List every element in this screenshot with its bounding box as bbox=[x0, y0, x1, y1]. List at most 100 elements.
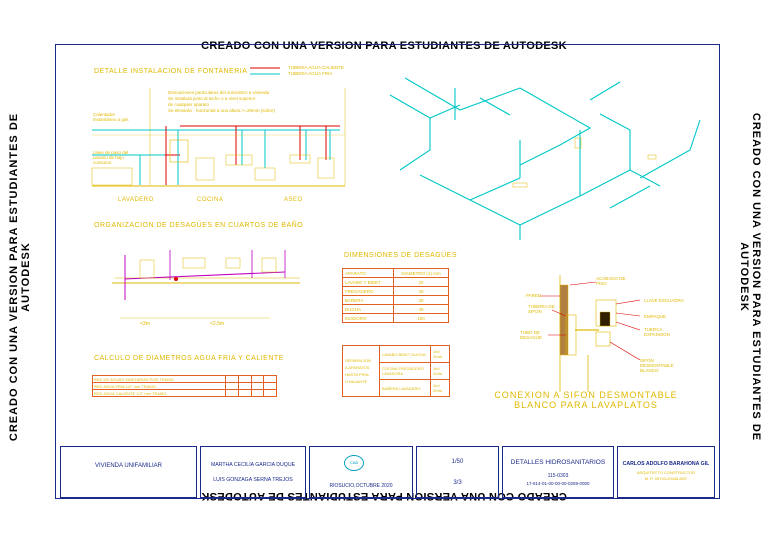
sep-line: O BAJANTE bbox=[345, 379, 368, 384]
matricula-value: M. P. 05700-29348 ANT bbox=[644, 476, 688, 481]
sep-line: SEPARACION bbox=[345, 358, 371, 363]
sep-line: A APARATOS bbox=[345, 365, 370, 370]
table-cell: LAVABO Y BIDET bbox=[342, 277, 394, 287]
titleblock-escala: 1/50 3/3 bbox=[416, 446, 499, 498]
table-row: RED AGUA FRIA 1/2" mm TRAMO bbox=[92, 382, 277, 390]
table-cell bbox=[263, 375, 277, 383]
autor-1: MARTHA CECILIA GARCIA DUQUE bbox=[210, 462, 296, 468]
note-3: de cualquier aparato bbox=[168, 102, 210, 107]
table-row: SEPARACION A APARATOS HASTA PRIN. O BAJA… bbox=[342, 345, 450, 397]
installation-detail bbox=[91, 67, 346, 187]
sheet-frame bbox=[55, 44, 720, 499]
table-cell: DUCHA bbox=[342, 304, 394, 314]
header-cell: DIAMETRO (1) mm bbox=[392, 268, 450, 278]
titleblock-profesional: CARLOS ADOLFO BARAHONA GIL ARQUITECTO CO… bbox=[617, 446, 715, 498]
llave-note: Llave de paso del usuario de bajo consum… bbox=[93, 150, 129, 165]
table-cell bbox=[250, 389, 265, 397]
titleblock-fecha: CAB RIOSUCIO,OCTUBRE 2020 bbox=[309, 446, 413, 498]
isometric-piping bbox=[389, 77, 701, 240]
table-row: BAÑERA LAVADERO 1m/ 2mts. bbox=[343, 379, 450, 397]
table-cell bbox=[225, 375, 239, 383]
separacion-table: SEPARACION A APARATOS HASTA PRIN. O BAJA… bbox=[342, 345, 450, 397]
table-cell: 1m/ 2mts. bbox=[430, 379, 450, 397]
cargo-value: ARQUITECTO CONSTRUCTOR bbox=[636, 470, 696, 475]
organizacion-title: ORGANIZACION DE DESAGÜES EN CUARTOS DE B… bbox=[94, 222, 304, 229]
legend-hot: TUBERIA AGUA CALIENTE bbox=[288, 65, 345, 70]
table-cell: LAVABO BIDET DUCHA bbox=[378, 345, 432, 363]
sifon-detail bbox=[540, 275, 641, 392]
label-empaque: EMPAQUE bbox=[644, 314, 667, 319]
table-cell: BAÑERA LAVADERO bbox=[378, 379, 432, 397]
label-sifon: SIFON DESMONTABLE BLANCO bbox=[640, 358, 674, 373]
fecha-value: RIOSUCIO,OCTUBRE 2020 bbox=[329, 483, 393, 489]
table-cell: 1m/ 2mts. bbox=[430, 362, 450, 380]
header-cell: APARATO bbox=[342, 268, 394, 278]
legend-cold: TUBERIA AGUA FRIA bbox=[288, 71, 333, 76]
contenido-value: DETALLES HIDROSANITARIOS bbox=[510, 459, 606, 466]
label-pared: PARED bbox=[526, 293, 542, 298]
dist-1: <3m bbox=[140, 321, 150, 327]
codigo-1: 115-0303 bbox=[547, 473, 569, 479]
dist-2: <2,5m bbox=[210, 321, 225, 327]
calculo-title: CALCULO DE DIAMETROS AGUA FRIA Y CALIENT… bbox=[94, 355, 284, 362]
table-header-row: APARATO DIAMETRO (1) mm bbox=[342, 268, 450, 278]
titleblock-contenido: DETALLES HIDROSANITARIOS 115-0303 17-614… bbox=[502, 446, 614, 498]
note-4: Se elevarán · horizontal a una altura >=… bbox=[168, 108, 276, 113]
table-row: RED AGUA CALIENTE 1/2" mm TRAMO bbox=[92, 389, 277, 397]
table-cell bbox=[237, 375, 252, 383]
sep-line: HASTA PRIN. bbox=[345, 372, 370, 377]
watermark-top: CREADO CON UNA VERSION PARA ESTUDIANTES … bbox=[201, 40, 567, 52]
table-cell bbox=[250, 375, 265, 383]
note-1: Derivaciones particulares del suministro… bbox=[168, 90, 270, 95]
isometric-labels bbox=[512, 137, 657, 188]
calentador-note: Calentador instantáneo a gas bbox=[93, 112, 129, 122]
label-tuberia: TUBERIA DE SIFON bbox=[528, 304, 555, 314]
table-cell: BAÑERA bbox=[342, 295, 394, 305]
table-cell: 40 bbox=[392, 295, 450, 305]
hoja-value: 3/3 bbox=[453, 480, 462, 486]
autor-2: LUIS GONZAGA SERNA TREJOS bbox=[213, 477, 293, 483]
calculo-table: RED DE AGUAS SANITARIAS POR TRAMO RED AG… bbox=[92, 375, 277, 397]
fixture-aseo: ASEO bbox=[284, 197, 303, 203]
fixture-cocina: COCINA bbox=[197, 197, 224, 203]
proyecto-value: VIVIENDA UNIFAMILIAR bbox=[94, 463, 163, 469]
drainage-section bbox=[112, 250, 300, 319]
table-cell: 1m/ 2mts. bbox=[430, 345, 450, 363]
table-cell bbox=[263, 389, 277, 397]
dimensiones-title: DIMENSIONES DE DESAGÜES bbox=[344, 252, 458, 259]
table-row: RED DE AGUAS SANITARIAS POR TRAMO bbox=[92, 375, 277, 383]
table-cell: RED AGUA FRIA 1/2" mm TRAMO bbox=[92, 382, 226, 390]
table-cell: INODORO bbox=[342, 313, 394, 323]
titleblock-proyecto: VIVIENDA UNIFAMILIAR bbox=[60, 446, 197, 498]
label-tubo: TUBO DE DESAGÜE bbox=[520, 330, 543, 340]
note-2: Se instalará junto al techo o a nivel su… bbox=[168, 96, 256, 101]
fixture-lavadero: LAVADERO bbox=[118, 197, 154, 203]
table-cell bbox=[225, 382, 239, 390]
label-llave: LLAVE ESCUADRA bbox=[644, 298, 684, 303]
detalle-title: DETALLE INSTALACION DE FONTANERIA bbox=[94, 68, 248, 75]
table-cell: 40 bbox=[392, 304, 450, 314]
table-cell bbox=[250, 382, 265, 390]
table-cell: COCINA FREGADERO LAVADORA bbox=[378, 362, 432, 380]
label-acabado: ACABADO DE PISO bbox=[596, 276, 626, 286]
table-cell: 40 bbox=[392, 286, 450, 296]
table-cell: RED DE AGUAS SANITARIAS POR TRAMO bbox=[92, 375, 226, 383]
table-cell: RED AGUA CALIENTE 1/2" mm TRAMO bbox=[92, 389, 226, 397]
codigo-2: 17-614-01-00-00-00-0259-0000 bbox=[526, 481, 590, 486]
table-cell bbox=[225, 389, 239, 397]
table-cell: FREGADERO bbox=[342, 286, 394, 296]
table-cell: 32 bbox=[392, 277, 450, 287]
separacion-label-cell: SEPARACION A APARATOS HASTA PRIN. O BAJA… bbox=[342, 345, 380, 397]
table-cell bbox=[237, 389, 252, 397]
table-cell bbox=[237, 382, 252, 390]
titleblock-autores: MARTHA CECILIA GARCIA DUQUE LUIS GONZAGA… bbox=[200, 446, 306, 498]
label-tuerca: TUERCA EXPANSION bbox=[644, 327, 670, 337]
table-row: COCINA FREGADERO LAVADORA 1m/ 2mts. bbox=[343, 362, 450, 380]
escala-value: 1/50 bbox=[451, 459, 464, 465]
